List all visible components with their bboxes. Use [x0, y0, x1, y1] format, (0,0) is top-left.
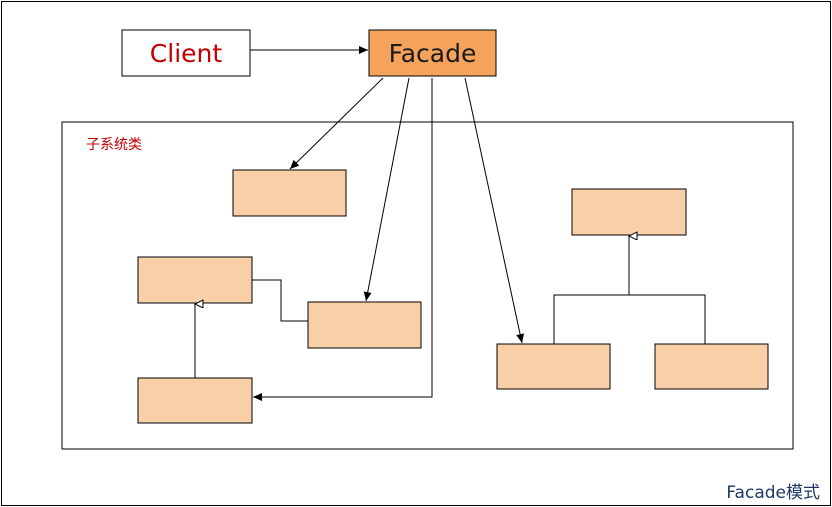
subsystem-class-box-top	[232, 169, 347, 217]
facade-to-right-child-arrow	[464, 77, 525, 344]
facade-to-middle-class-arrow	[363, 77, 410, 302]
subsystem-class-box-left-child	[137, 377, 253, 424]
subsystem-title: 子系统类	[86, 137, 142, 153]
subsystem-class-box-right-child-b	[654, 343, 769, 390]
right-inheritance-branch	[553, 294, 706, 344]
subsystem-class-box-left-parent	[137, 256, 253, 304]
facade-to-left-child-arrow	[253, 78, 433, 401]
facade-to-top-class-arrow	[289, 77, 384, 170]
figure-caption: Facade模式	[726, 483, 820, 503]
subsystem-class-box-middle	[307, 301, 422, 349]
client-box	[121, 29, 251, 77]
facade-box	[368, 29, 497, 77]
subsystem-class-box-right-child-a	[496, 343, 611, 390]
subsystem-class-box-right-parent	[571, 188, 687, 236]
left-parent-to-middle-connector	[252, 279, 308, 322]
subsystem-container	[61, 121, 794, 450]
